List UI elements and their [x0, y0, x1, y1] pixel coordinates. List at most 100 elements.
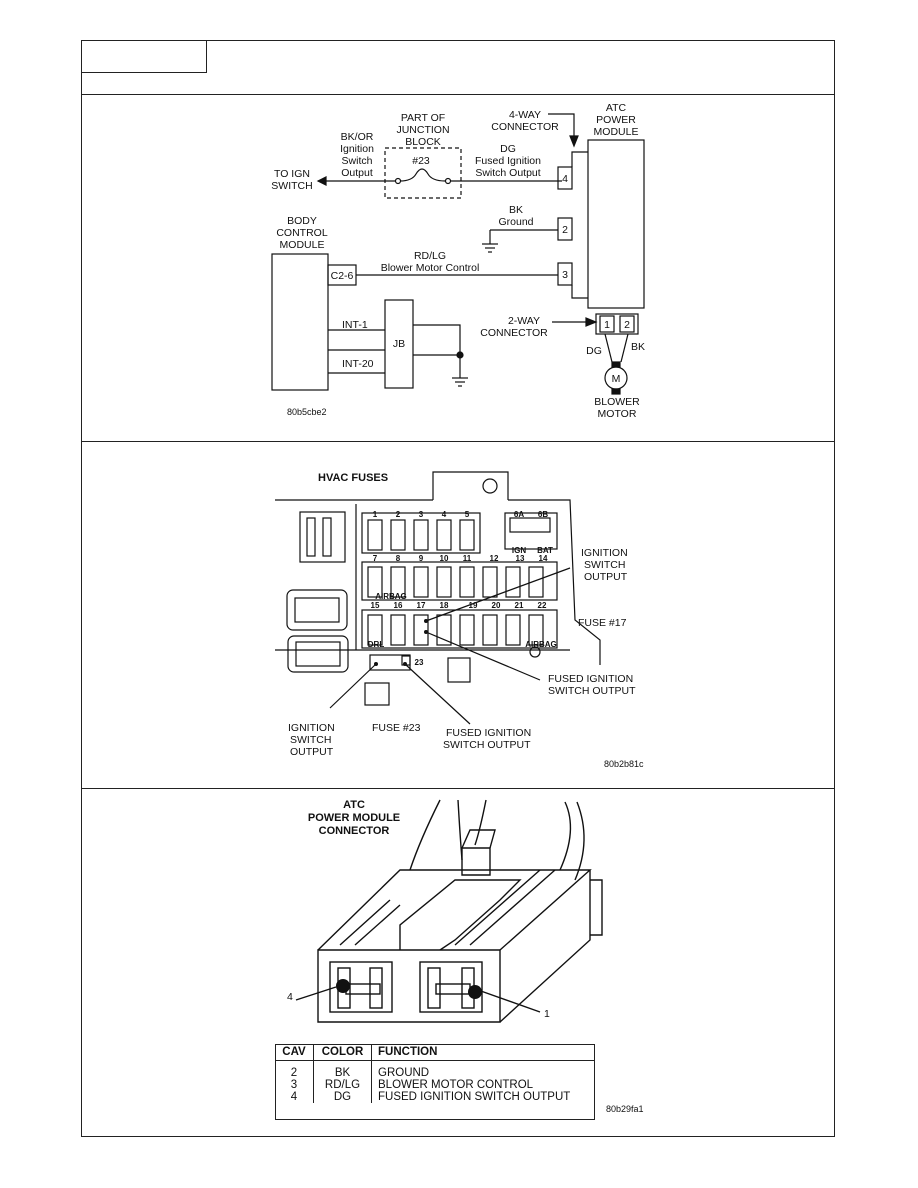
- pin-1b: 1: [604, 319, 610, 331]
- conn-title-1: ATC: [343, 799, 365, 811]
- conn-code: 80b29fa1: [606, 1104, 644, 1114]
- fuse-21: 21: [515, 601, 524, 610]
- cell-color: DG: [313, 1091, 372, 1103]
- cell-function: GROUND: [378, 1067, 430, 1079]
- cav-4-label: 4: [287, 991, 293, 1003]
- bkor-3: Switch: [342, 155, 373, 167]
- fuse-16: 16: [394, 601, 403, 610]
- pin-2b: 2: [624, 319, 630, 331]
- fourway-1: 4-WAY: [509, 109, 541, 121]
- cell-function: FUSED IGNITION SWITCH OUTPUT: [378, 1091, 571, 1103]
- bcm-2: CONTROL: [276, 227, 327, 239]
- hvac-fuses-title: HVAC FUSES: [318, 472, 388, 484]
- fuse17-label: FUSE #17: [578, 617, 627, 629]
- cell-cav: 3: [275, 1079, 314, 1091]
- col-cav: CAV: [275, 1044, 314, 1061]
- ign-right-1: IGNITION: [581, 547, 628, 559]
- bkor-4: Output: [341, 167, 373, 179]
- pin-4: 4: [562, 173, 568, 185]
- cell-cav: 4: [275, 1091, 314, 1103]
- divider-middle: [81, 441, 835, 442]
- fused-right-2: SWITCH OUTPUT: [548, 685, 636, 697]
- fuse-10: 10: [440, 554, 449, 563]
- col-function: FUNCTION: [371, 1044, 595, 1061]
- to-ign-2: SWITCH: [271, 180, 312, 192]
- dg-wire: DG: [586, 345, 602, 357]
- cell-cav: 2: [275, 1060, 314, 1079]
- fuse-code: 80b2b81c: [604, 759, 644, 769]
- conn-title-2: POWER MODULE: [308, 812, 400, 824]
- fuse23-label: FUSE #23: [372, 722, 421, 734]
- c26-label: C2-6: [331, 270, 354, 282]
- fused-bottom-2: SWITCH OUTPUT: [443, 739, 531, 751]
- ign-label: IGN: [512, 546, 526, 555]
- bkg-1: BK: [509, 204, 523, 216]
- fuse-23-label: #23: [412, 155, 430, 167]
- atc-3: MODULE: [594, 126, 639, 138]
- dg-2: Fused Ignition: [475, 155, 541, 167]
- twoway-2: CONNECTOR: [480, 327, 548, 339]
- airbag-label-2: AIRBAG: [525, 640, 557, 649]
- to-ign-1: TO IGN: [274, 168, 310, 180]
- fuse-5: 5: [465, 510, 470, 519]
- rdlg-2: Blower Motor Control: [381, 262, 480, 274]
- table-row: 3 RD/LG BLOWER MOTOR CONTROL: [275, 1079, 595, 1091]
- bcm-1: BODY: [287, 215, 317, 227]
- fuse-18: 18: [440, 601, 449, 610]
- fuse-14: 14: [539, 554, 548, 563]
- page-frame: [81, 40, 835, 1137]
- bkg-2: Ground: [498, 216, 533, 228]
- fuse-12: 12: [490, 554, 499, 563]
- cell-function: BLOWER MOTOR CONTROL: [378, 1079, 534, 1091]
- fuse-9: 9: [419, 554, 424, 563]
- jb-title-2: JUNCTION: [396, 124, 449, 136]
- table-row: 2 BK GROUND: [275, 1060, 595, 1079]
- pin-3: 3: [562, 269, 568, 281]
- fuse-17: 17: [417, 601, 426, 610]
- blower-1: BLOWER: [594, 396, 640, 408]
- cavity-table: CAV COLOR FUNCTION 2 BK GROUND 3 RD/LG B…: [275, 1044, 595, 1103]
- atc-2: POWER: [596, 114, 636, 126]
- jb-title-1: PART OF: [401, 112, 445, 124]
- fuse-20: 20: [492, 601, 501, 610]
- bat-label: BAT: [537, 546, 553, 555]
- blower-2: MOTOR: [598, 408, 637, 420]
- col-color: COLOR: [313, 1044, 372, 1061]
- fuse-6a: 6A: [514, 510, 524, 519]
- jb-title-3: BLOCK: [405, 136, 441, 148]
- ign-right-2: SWITCH: [584, 559, 625, 571]
- conn-title-3: CONNECTOR: [319, 825, 390, 837]
- ign-left-2: SWITCH: [290, 734, 331, 746]
- divider-bottom: [81, 788, 835, 789]
- fuse-23: 23: [415, 658, 424, 667]
- ign-right-3: OUTPUT: [584, 571, 628, 583]
- bkor-2: Ignition: [340, 143, 374, 155]
- motor-m: M: [612, 373, 621, 385]
- fuse-15: 15: [371, 601, 380, 610]
- drl-label: DRL: [368, 640, 385, 649]
- twoway-1: 2-WAY: [508, 315, 540, 327]
- ign-left-1: IGNITION: [288, 722, 335, 734]
- divider-top: [81, 94, 835, 95]
- header-box: [81, 40, 207, 73]
- fuse-7: 7: [373, 554, 378, 563]
- wiring-code: 80b5cbe2: [287, 407, 327, 417]
- fuse-8: 8: [396, 554, 401, 563]
- airbag-label-1: AIRBAG: [375, 592, 407, 601]
- fuse-2: 2: [396, 510, 401, 519]
- fused-right-1: FUSED IGNITION: [548, 673, 633, 685]
- table-row: 4 DG FUSED IGNITION SWITCH OUTPUT: [275, 1091, 595, 1103]
- fuse-6b: 6B: [538, 510, 548, 519]
- bcm-3: MODULE: [280, 239, 325, 251]
- cell-color: BK: [313, 1060, 372, 1079]
- fused-bottom-1: FUSED IGNITION: [446, 727, 531, 739]
- pin-2: 2: [562, 224, 568, 236]
- fuse-1: 1: [373, 510, 378, 519]
- fuse-4: 4: [442, 510, 447, 519]
- cell-color: RD/LG: [313, 1079, 372, 1091]
- fuse-11: 11: [463, 554, 472, 563]
- bkor-1: BK/OR: [341, 131, 374, 143]
- atc-1: ATC: [606, 102, 627, 114]
